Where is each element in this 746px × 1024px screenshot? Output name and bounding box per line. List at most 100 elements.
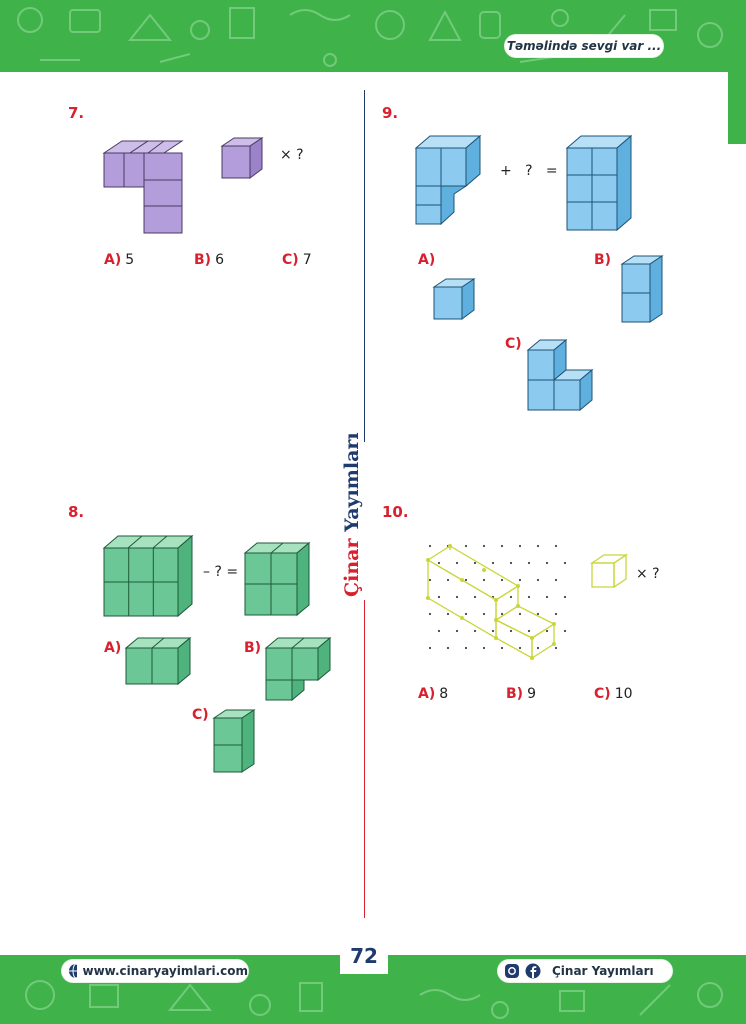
- q7-figure: [102, 140, 184, 234]
- q8-option-b[interactable]: B): [244, 640, 262, 656]
- q9-option-a-figure: [432, 278, 476, 320]
- q8-option-a[interactable]: A): [104, 640, 122, 656]
- grid-dot: [518, 612, 522, 616]
- q7-times: × ?: [280, 147, 304, 163]
- grid-dot: [500, 612, 504, 616]
- grid-dot: [527, 561, 531, 565]
- grid-dot: [500, 578, 504, 582]
- grid-dot: [527, 595, 531, 599]
- grid-dot: [473, 561, 477, 565]
- q7-option-b[interactable]: B)6: [194, 252, 224, 268]
- q10-unit-cube: [589, 553, 629, 589]
- q7-unit-cube: [220, 137, 264, 179]
- grid-dot: [509, 629, 513, 633]
- social-name: Çinar Yayımları: [552, 964, 654, 978]
- q10-option-a[interactable]: A)8: [418, 686, 449, 702]
- grid-dot: [464, 578, 468, 582]
- grid-dot: [437, 595, 441, 599]
- grid-dot: [428, 544, 432, 548]
- q10-dot-grid-figure: [426, 544, 567, 660]
- grid-dot: [527, 629, 531, 633]
- q9-option-a[interactable]: A): [418, 252, 436, 268]
- grid-dot: [482, 612, 486, 616]
- grid-dot: [554, 612, 558, 616]
- globe-icon: [69, 963, 77, 979]
- grid-dot: [545, 629, 549, 633]
- grid-dot: [563, 595, 567, 599]
- q9-option-c-figure: [526, 338, 594, 412]
- grid-dot: [491, 561, 495, 565]
- grid-dot: [428, 612, 432, 616]
- grid-dot: [536, 646, 540, 650]
- q10-option-b[interactable]: B)9: [506, 686, 536, 702]
- grid-dot: [446, 578, 450, 582]
- grid-dot: [455, 561, 459, 565]
- grid-dot: [518, 544, 522, 548]
- grid-dot: [563, 629, 567, 633]
- grid-dot: [509, 595, 513, 599]
- divider-top: [364, 90, 365, 442]
- q9-figure: [414, 134, 482, 226]
- grid-dot: [545, 595, 549, 599]
- grid-dot: [482, 544, 486, 548]
- grid-dot: [500, 544, 504, 548]
- grid-dot: [500, 646, 504, 650]
- q8-option-c[interactable]: C): [192, 707, 209, 723]
- q9-plus: + ? =: [500, 163, 558, 179]
- grid-dot: [509, 561, 513, 565]
- grid-dot: [563, 561, 567, 565]
- grid-dot: [518, 578, 522, 582]
- tagline-text: Təməlində sevgi var ...: [506, 39, 662, 53]
- q9-result: [565, 134, 633, 232]
- brand-vertical: Çinar Yayımları: [341, 432, 389, 597]
- website-pill[interactable]: www.cinaryayimlari.com: [62, 960, 248, 982]
- grid-dot: [464, 544, 468, 548]
- grid-dot: [545, 561, 549, 565]
- q10-times: × ?: [636, 566, 660, 582]
- instagram-icon[interactable]: [504, 963, 520, 979]
- social-pill[interactable]: Çinar Yayımları: [498, 960, 672, 982]
- page-number: 72: [340, 938, 388, 974]
- q8-option-c-figure: [212, 709, 256, 773]
- grid-dot: [464, 646, 468, 650]
- grid-dot: [428, 646, 432, 650]
- grid-dot: [437, 629, 441, 633]
- facebook-icon[interactable]: [525, 963, 541, 979]
- grid-dot: [491, 629, 495, 633]
- q8-option-a-figure: [124, 636, 192, 686]
- grid-dot: [473, 629, 477, 633]
- grid-dot: [455, 629, 459, 633]
- grid-dot: [428, 578, 432, 582]
- q9-option-b[interactable]: B): [594, 252, 612, 268]
- grid-dot: [464, 612, 468, 616]
- grid-dot: [554, 578, 558, 582]
- grid-dot: [518, 646, 522, 650]
- grid-dot: [536, 578, 540, 582]
- website-link[interactable]: www.cinaryayimlari.com: [82, 964, 249, 978]
- grid-dot: [455, 595, 459, 599]
- q9-number: 9.: [382, 104, 399, 122]
- q9-option-c[interactable]: C): [505, 336, 522, 352]
- q7-option-c[interactable]: C)7: [282, 252, 312, 268]
- grid-dot: [473, 595, 477, 599]
- side-tab: [728, 72, 746, 144]
- grid-dot: [482, 646, 486, 650]
- q8-figure: [102, 534, 194, 618]
- grid-dot: [446, 646, 450, 650]
- q7-option-a[interactable]: A)5: [104, 252, 135, 268]
- grid-dot: [446, 612, 450, 616]
- q10-option-c[interactable]: C)10: [594, 686, 633, 702]
- grid-dot: [536, 612, 540, 616]
- q8-option-b-figure: [264, 636, 332, 702]
- footer-doodle-pattern: [25, 980, 723, 1019]
- brand-cinar: Çinar: [341, 538, 363, 597]
- q9-option-b-figure: [620, 255, 664, 323]
- grid-dot: [437, 561, 441, 565]
- tagline-pill: Təməlində sevgi var ...: [505, 35, 663, 57]
- divider-bottom: [364, 600, 365, 918]
- doodle-pattern: [17, 7, 723, 67]
- q7-number: 7.: [68, 104, 85, 122]
- grid-dot: [554, 544, 558, 548]
- q8-result: [243, 541, 311, 617]
- q10-number: 10.: [382, 503, 409, 521]
